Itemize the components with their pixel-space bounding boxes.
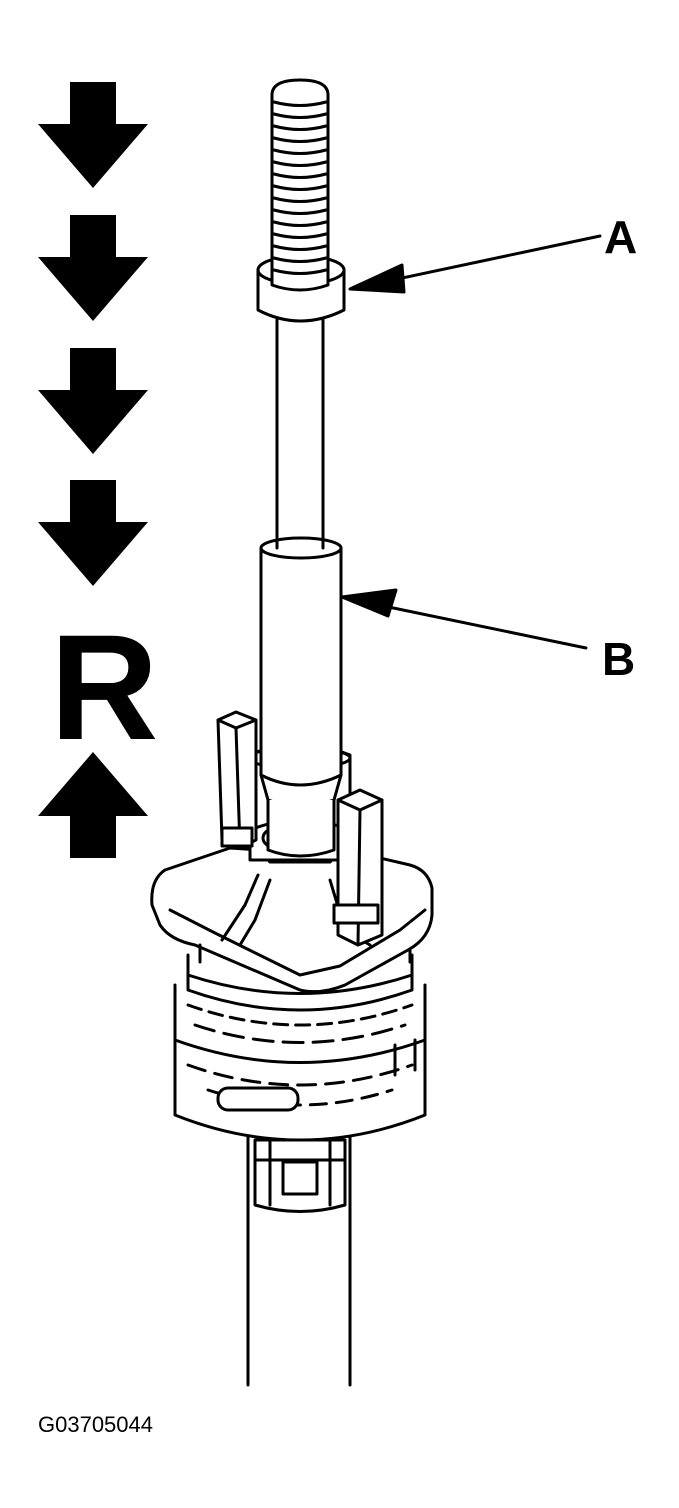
direction-letter: R (50, 603, 159, 771)
leader-a (348, 234, 602, 294)
figure-id: G03705044 (38, 1412, 153, 1437)
up-arrow-group (38, 752, 148, 858)
thread-line (272, 124, 328, 131)
thread-line (272, 136, 328, 143)
thread-line (272, 196, 328, 203)
thread-line (272, 172, 328, 179)
callout-a: A (604, 211, 638, 263)
thread-line (272, 112, 328, 119)
thread-line (272, 100, 328, 107)
leader-b (340, 588, 588, 650)
thread-line (272, 184, 328, 191)
thread-line (272, 220, 328, 227)
thread-line (272, 148, 328, 155)
down-arrow-group (38, 82, 148, 586)
left-claw (216, 710, 258, 850)
down-arrow-icon (38, 215, 148, 321)
hex-coupling (253, 1138, 347, 1213)
threaded-stud (270, 78, 330, 292)
callout-b: B (602, 633, 636, 685)
right-claw (332, 788, 384, 947)
thread-line (272, 256, 328, 263)
thread-line (272, 208, 328, 215)
up-arrow-icon (38, 752, 148, 858)
main-rod (275, 288, 325, 550)
thread-line (272, 232, 328, 239)
down-arrow-icon (38, 348, 148, 454)
thread-line (272, 244, 328, 251)
thread-line (272, 160, 328, 167)
thread-line (272, 268, 328, 275)
collar-b (259, 536, 343, 858)
down-arrow-icon (38, 82, 148, 188)
down-arrow-icon (38, 480, 148, 586)
